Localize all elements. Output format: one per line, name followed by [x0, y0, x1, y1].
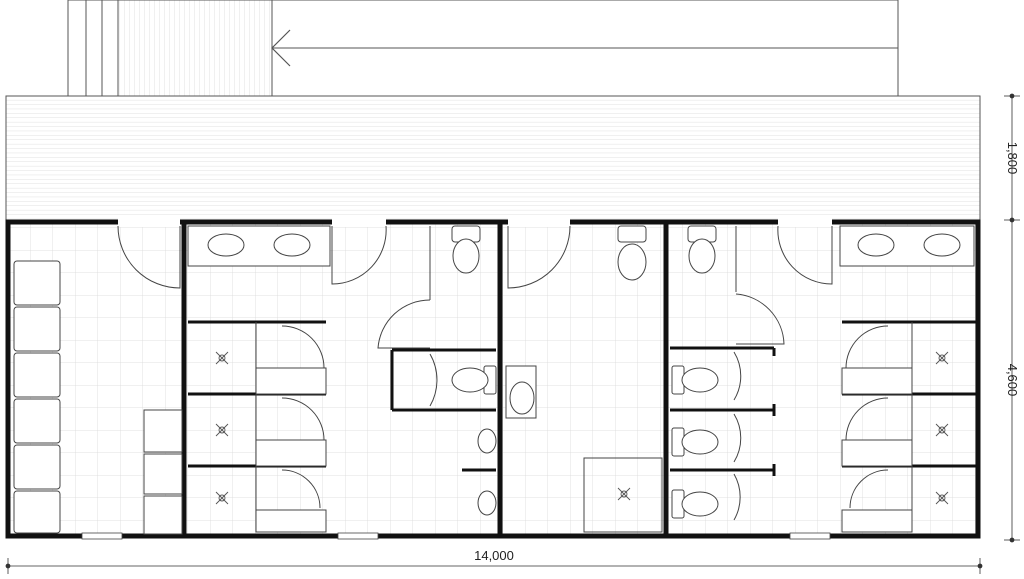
dimension-width [5, 558, 983, 574]
deck-area [5, 95, 981, 221]
laundry-room [13, 260, 183, 535]
left-toilets [451, 225, 497, 516]
dimension-building-label: 4,600 [1005, 364, 1020, 397]
windows [81, 532, 831, 540]
right-toilets [671, 225, 719, 519]
dimension-width-label: 14,000 [474, 548, 514, 563]
left-bathroom [187, 225, 496, 533]
shower-drains [215, 351, 949, 505]
right-bathroom [670, 225, 976, 533]
ramp-access [271, 0, 899, 97]
stair-access [67, 0, 273, 97]
dimension-depth [1004, 93, 1020, 543]
entrance-doors [117, 225, 833, 289]
door-openings [118, 218, 832, 227]
dimension-deck-label: 1,800 [1005, 142, 1020, 175]
accessible-room [505, 225, 663, 533]
ramp-direction-arrow [271, 29, 291, 67]
walls [5, 219, 981, 539]
